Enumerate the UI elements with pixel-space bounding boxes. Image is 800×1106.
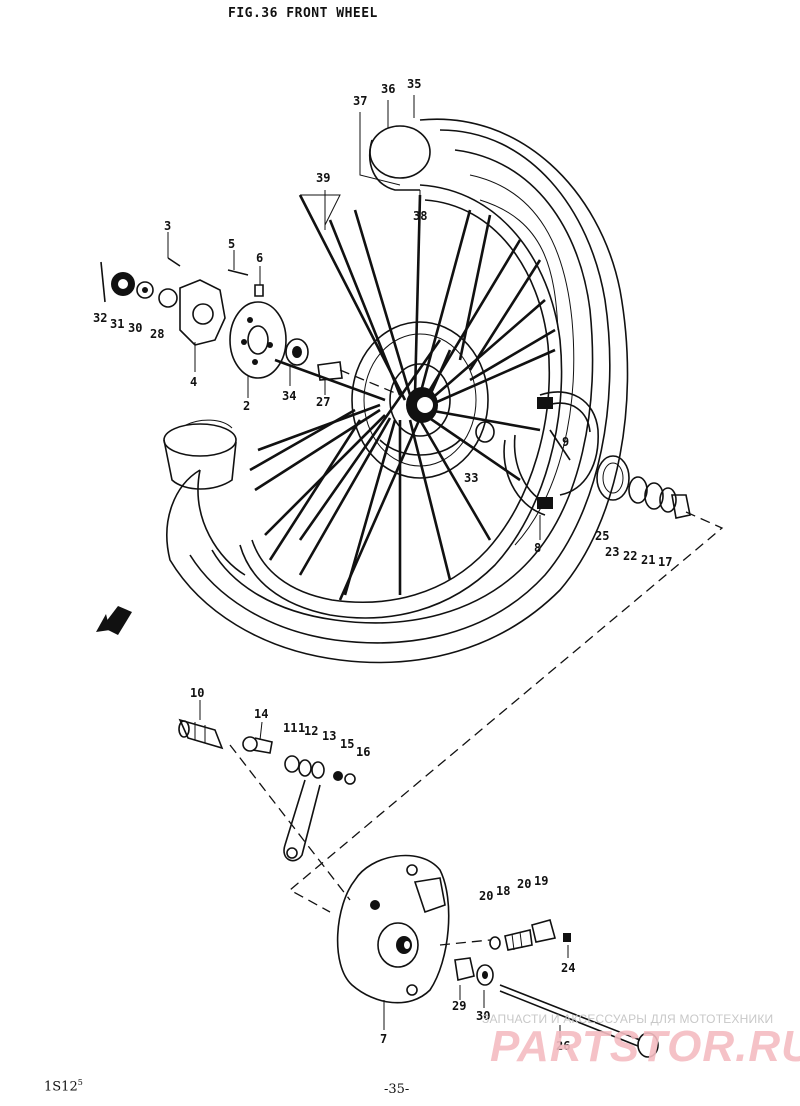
callout-25: 25 — [595, 529, 609, 543]
watermark-tagline: ЗАПЧАСТИ И АКСЕССУАРЫ ДЛЯ МОТОТЕХНИКИ — [482, 1012, 774, 1026]
callout-5: 5 — [228, 237, 235, 251]
callout-8: 8 — [534, 541, 541, 555]
callout-18: 18 — [496, 884, 510, 898]
callout-3: 3 — [164, 219, 171, 233]
callout-38: 38 — [413, 209, 427, 223]
model-code: 1S125 — [44, 1078, 83, 1094]
callout-30-top: 30 — [128, 321, 142, 335]
callout-33: 33 — [464, 471, 478, 485]
callout-4: 4 — [190, 375, 197, 389]
model-code-text: 1S12 — [44, 1079, 78, 1095]
watermark-logo: PARTSTOR.RU — [490, 1022, 800, 1071]
callout-39: 39 — [316, 171, 330, 185]
callout-22: 22 — [623, 549, 637, 563]
direction-arrow-head — [96, 614, 110, 632]
callout-7: 7 — [380, 1032, 387, 1046]
callout-31: 31 — [110, 317, 124, 331]
callout-26: 26 — [556, 1039, 570, 1053]
callout-2: 2 — [243, 399, 250, 413]
callout-21: 21 — [641, 553, 655, 567]
callout-24: 24 — [561, 961, 575, 975]
callout-14: 14 — [254, 707, 268, 721]
callout-20a: 20 — [479, 889, 493, 903]
model-code-superscript: 5 — [77, 1078, 83, 1087]
callout-37: 37 — [353, 94, 367, 108]
callout-34: 34 — [282, 389, 296, 403]
callout-12: 12 — [304, 724, 318, 738]
callout-19: 19 — [534, 874, 548, 888]
callout-labels: 35 36 37 38 39 3 5 6 32 31 30 28 4 2 34 … — [93, 77, 672, 1053]
callout-11: 11 — [283, 721, 297, 735]
direction-arrow — [102, 606, 132, 635]
callout-15: 15 — [340, 737, 354, 751]
callout-1: 1 — [298, 721, 305, 735]
page-number: -35- — [384, 1082, 410, 1097]
callout-28: 28 — [150, 327, 164, 341]
callout-32: 32 — [93, 311, 107, 325]
callout-20b: 20 — [517, 877, 531, 891]
brake-shoe-assembly — [288, 391, 724, 913]
hub — [351, 321, 495, 479]
callout-36: 36 — [381, 82, 395, 96]
callout-16: 16 — [356, 745, 370, 759]
callout-17: 17 — [658, 555, 672, 569]
callout-35: 35 — [407, 77, 421, 91]
hub-left-parts — [100, 257, 401, 396]
callout-29: 29 — [452, 999, 466, 1013]
callout-9: 9 — [562, 435, 569, 449]
leader-lines — [167, 95, 569, 1038]
brake-panel-assembly — [178, 718, 659, 1058]
figure-title: FIG.36 FRONT WHEEL — [228, 6, 378, 21]
callout-23: 23 — [605, 545, 619, 559]
callout-13: 13 — [322, 729, 336, 743]
callout-10: 10 — [190, 686, 204, 700]
callout-27: 27 — [316, 395, 330, 409]
tire — [163, 118, 629, 664]
callout-30-bottom: 30 — [476, 1009, 490, 1023]
callout-6: 6 — [256, 251, 263, 265]
